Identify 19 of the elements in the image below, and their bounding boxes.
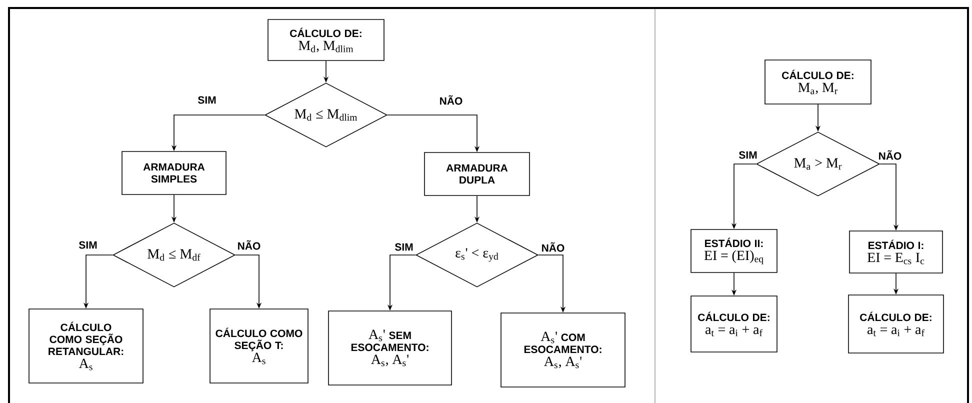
edge-label: SIM: [738, 150, 758, 160]
edge-label: NÃO: [438, 94, 464, 106]
edge-label: SIM: [394, 242, 414, 252]
process-box: CÁLCULO COMO SEÇÃO RETANGULAR: A$_{s}$: [28, 308, 144, 384]
process-box: CÁLCULO COMO SEÇÃO T: A$_{s}$: [210, 308, 308, 384]
process-box: ESTÁDIO II: EI = (EI)$_{eq}$: [690, 229, 778, 273]
process-box: ESTÁDIO I: EI = E$_{cs}$ I$_{c}$: [849, 230, 943, 274]
process-box: CÁLCULO DE: M$_{a}$, M$_{r}$: [764, 60, 872, 104]
edge-label: NÃO: [236, 239, 262, 251]
process-box: ARMADURA DUPLA: [424, 152, 530, 196]
process-box: A$_{s}$' SEM ESOCAMENTO: A$_{s}$, A$_{s}$': [328, 310, 452, 386]
edge-label: SIM: [78, 240, 98, 250]
process-box: CÁLCULO DE: M$_{d}$, M$_{dlim}$: [268, 19, 384, 61]
process-box: ARMADURA SIMPLES: [122, 151, 226, 195]
process-box: A$_{s}$' COM ESOCAMENTO: A$_{s}$, A$_{s}$': [500, 312, 626, 388]
edge-label: NÃO: [540, 241, 566, 253]
process-box: CÁLCULO DE: a$_{t}$ = a$_{i}$ + a$_{f}$: [690, 296, 778, 352]
process-box: CÁLCULO DE: a$_{t}$ = a$_{i}$ + a$_{f}$: [848, 294, 944, 354]
edge-label: SIM: [196, 95, 218, 105]
